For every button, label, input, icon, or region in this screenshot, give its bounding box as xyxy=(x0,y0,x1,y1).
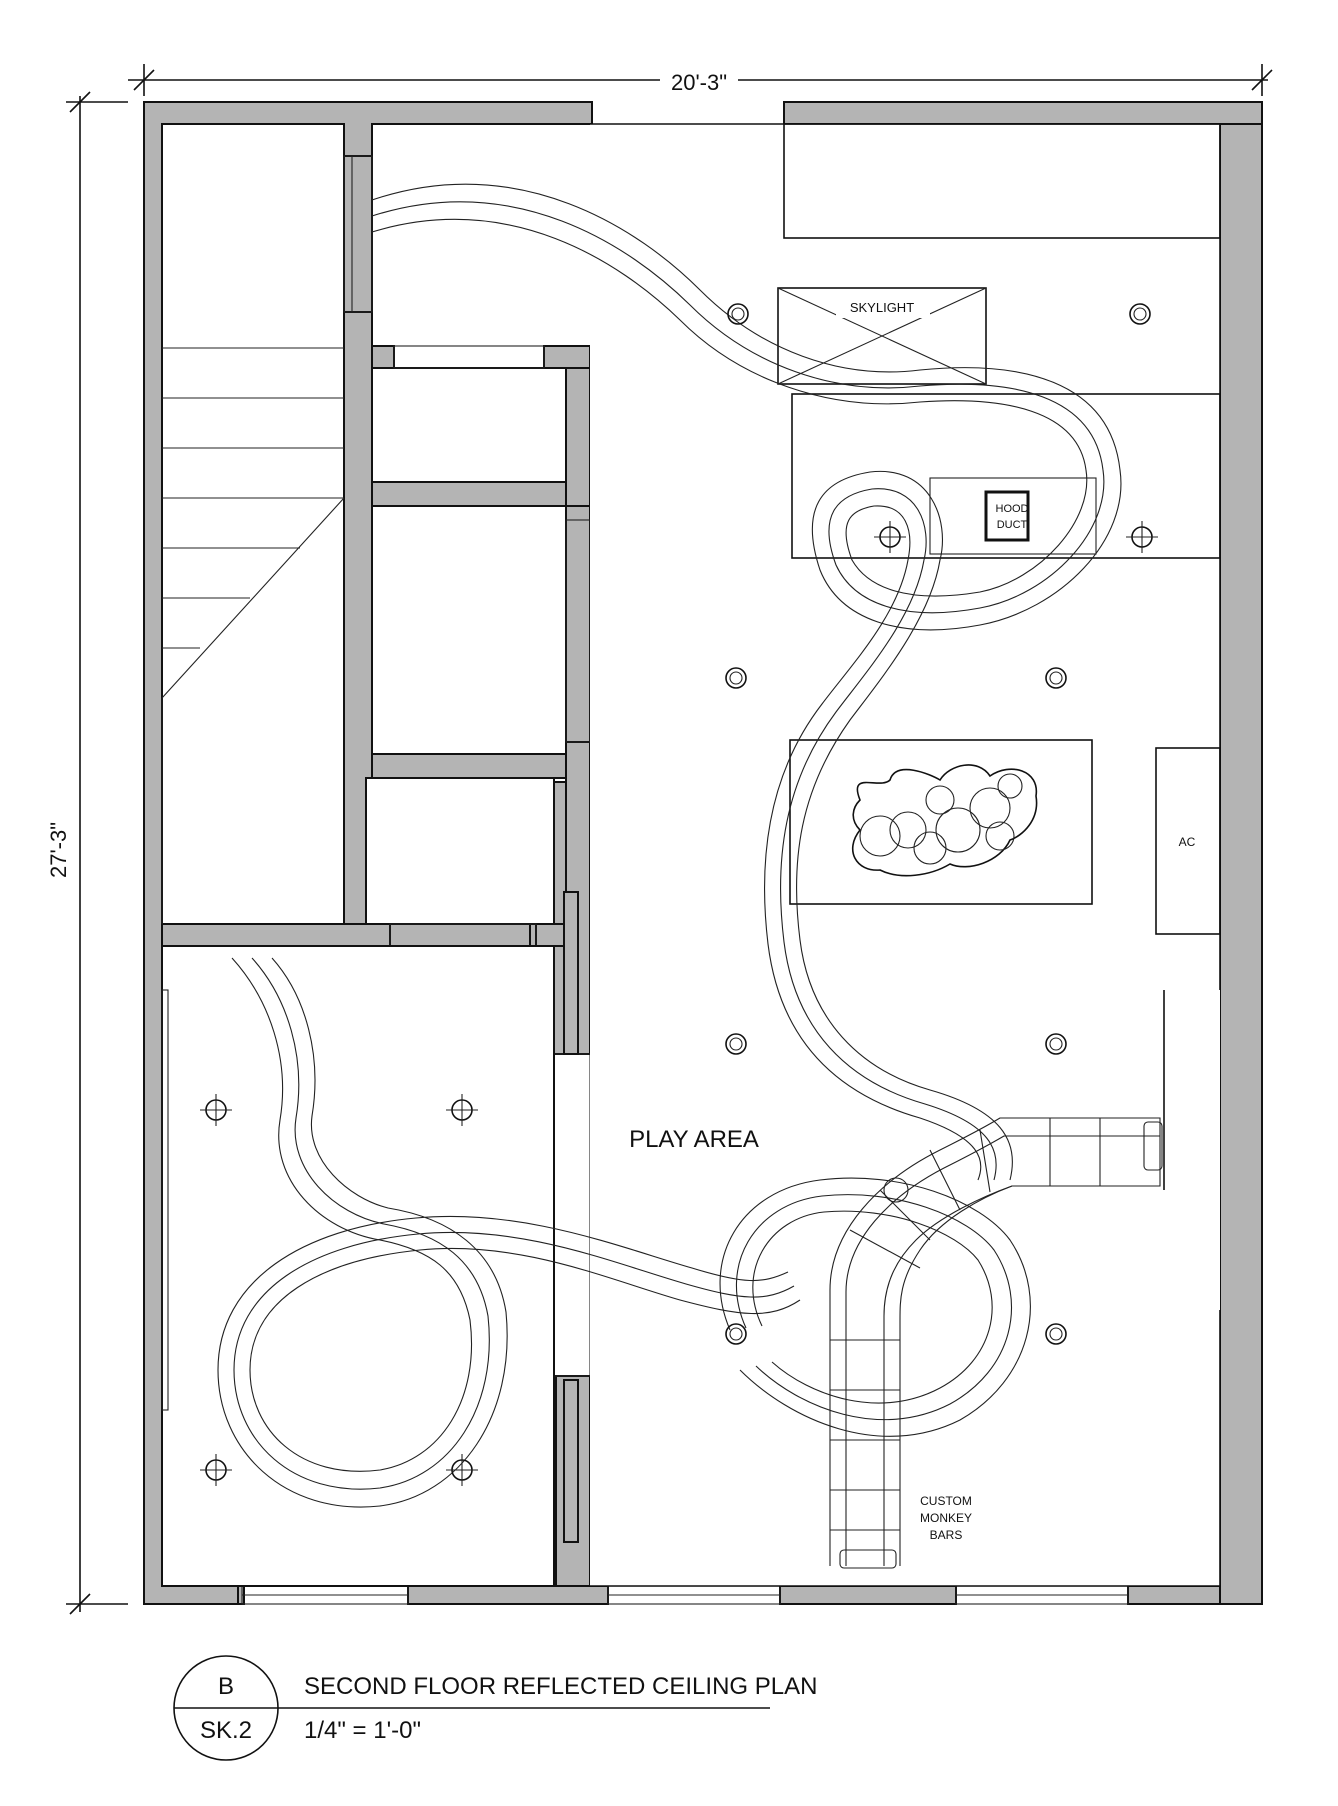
drawing-scale: 1/4" = 1'-0" xyxy=(304,1717,421,1744)
height-dimension-label: 27'-3" xyxy=(46,822,71,878)
sheet-number: SK.2 xyxy=(200,1717,252,1744)
monkey-bars-label-3: BARS xyxy=(930,1528,963,1542)
circle-light-icon xyxy=(1045,667,1067,689)
ac-label: AC xyxy=(1179,835,1196,849)
core-openings xyxy=(343,155,591,1543)
ceiling-track xyxy=(217,183,1122,1508)
circle-light-icon xyxy=(725,667,747,689)
main-room xyxy=(590,123,1221,1587)
circle-light-icon xyxy=(725,1033,747,1055)
hood-label-1: HOOD xyxy=(996,503,1029,515)
circle-light-icon xyxy=(1045,1033,1067,1055)
crosshair-light-icon xyxy=(200,1454,232,1486)
circle-light-icon xyxy=(725,1323,747,1345)
hood-duct: HOOD DUCT xyxy=(984,490,1030,542)
circle-light-icon xyxy=(1129,303,1151,325)
hood-label-2: DUCT xyxy=(997,519,1028,531)
crosshair-light-icon xyxy=(200,1094,232,1126)
drawing-title: SECOND FLOOR REFLECTED CEILING PLAN xyxy=(304,1673,817,1700)
crosshair-light-icon xyxy=(1126,521,1158,553)
height-dimension: 27'-3" xyxy=(46,91,128,1615)
core-boxes xyxy=(161,123,567,925)
circle-light-icon xyxy=(1045,1323,1067,1345)
monkey-bars: CUSTOM MONKEY BARS xyxy=(829,1117,1163,1569)
width-dimension: 20'-3" xyxy=(128,64,1273,96)
skylight: SKYLIGHT xyxy=(777,287,987,385)
circle-light-icon xyxy=(727,303,749,325)
crosshair-light-icon xyxy=(446,1094,478,1126)
detail-number: B xyxy=(218,1673,234,1700)
stairs xyxy=(161,347,345,924)
monkey-bars-label-1: CUSTOM xyxy=(920,1494,972,1508)
monkey-bars-label-2: MONKEY xyxy=(920,1511,972,1525)
cloud-feature xyxy=(851,764,1038,877)
crosshair-light-icon xyxy=(874,521,906,553)
circle-light-icon xyxy=(725,303,1151,1345)
play-area-label: PLAY AREA xyxy=(629,1126,759,1153)
crosshair-light-icon xyxy=(446,1454,478,1486)
skylight-label: SKYLIGHT xyxy=(850,300,914,315)
crosshair-lights xyxy=(200,521,1158,1486)
title-block: B SK.2 SECOND FLOOR REFLECTED CEILING PL… xyxy=(173,1655,817,1761)
lower-left-room xyxy=(161,945,555,1587)
bottom-windows xyxy=(241,1585,1129,1605)
width-dimension-label: 20'-3" xyxy=(671,70,727,95)
